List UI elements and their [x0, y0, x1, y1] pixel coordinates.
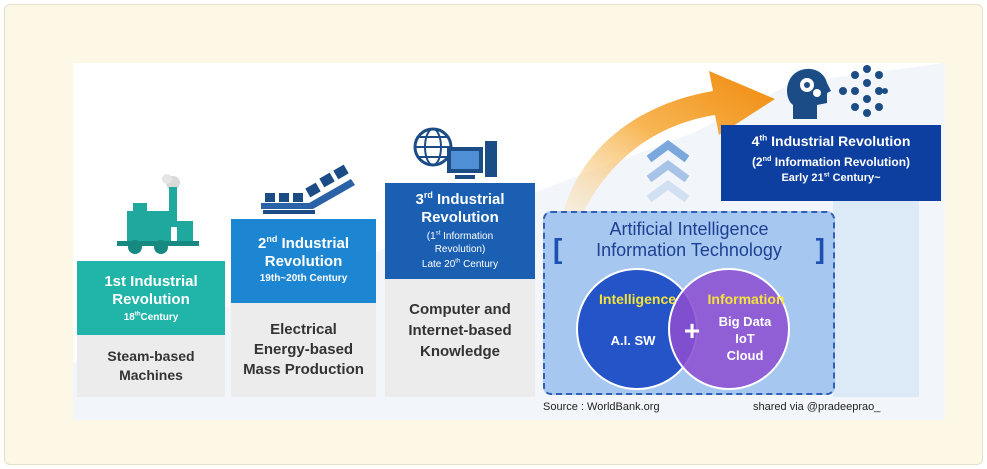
- ai-title-line1: Artificial Intelligence: [609, 219, 769, 239]
- step-3-header: 3rd Industrial Revolution (1st Informati…: [385, 183, 535, 279]
- ai-title-line2: Information Technology: [596, 240, 782, 260]
- step-1-desc-line2: Machines: [119, 367, 183, 383]
- step-3-sub-b: Information: [440, 231, 494, 242]
- step-4-era-suffix: Century~: [829, 172, 881, 184]
- plus-icon: +: [683, 315, 701, 346]
- venn-right-items: Big Data IoT Cloud: [705, 313, 785, 364]
- bracket-right: ]: [815, 233, 825, 264]
- step-3-era-sup: th: [455, 258, 461, 265]
- step-4-sub-b: Information Revolution): [771, 155, 911, 169]
- step-1-title-line2: Revolution: [112, 291, 190, 308]
- step-1-era-sup: th: [134, 311, 141, 318]
- step-3-desc-line1: Computer and: [409, 301, 511, 318]
- venn-right-title: Information: [707, 291, 785, 307]
- step-2-number-sup: nd: [266, 234, 278, 244]
- step-3-number-sup: rd: [423, 190, 433, 200]
- venn-left-item: A.I. SW: [610, 333, 656, 348]
- revolution-diagram: 1st Industrial Revolution 18thCentury St…: [73, 63, 945, 420]
- step-4-title: Industrial Revolution: [767, 133, 911, 149]
- neural-network-icon: [839, 65, 888, 117]
- step-3-era-suffix: Century: [460, 259, 499, 270]
- step-4-header: 4th Industrial Revolution (2nd Informati…: [721, 125, 941, 201]
- step-1-era: 18: [123, 312, 135, 323]
- step-2-header: 2nd Industrial Revolution 19th~20th Cent…: [231, 219, 376, 303]
- step-2-desc-line1: Electrical: [270, 321, 337, 338]
- step-1-number: 1st: [104, 273, 126, 290]
- step-3-desc-line2: Internet-based: [408, 322, 512, 339]
- step-1-title: Industrial: [126, 273, 198, 290]
- step-2-desc-line3: Mass Production: [243, 361, 364, 378]
- step-4-sub-sup: nd: [762, 154, 772, 163]
- step-1-header: 1st Industrial Revolution 18thCentury: [77, 261, 225, 335]
- step-3-number: 3: [415, 191, 424, 208]
- step-4-era-sup: st: [823, 171, 830, 179]
- ai-it-box: [ ] Artificial Intelligence Information …: [543, 211, 835, 395]
- venn-left-title: Intelligence: [599, 291, 677, 307]
- step-4-number: 4: [751, 133, 760, 149]
- step-3-title-line2: Revolution: [421, 209, 499, 226]
- factory-conveyor-icon: [261, 164, 355, 214]
- venn-diagram: [576, 268, 790, 390]
- step-3-sub-line2: Revolution): [434, 244, 486, 255]
- globe-computer-icon: [413, 127, 497, 179]
- step-2-era: 19th~20th Century: [259, 273, 348, 284]
- step-3-era: Late 20: [421, 259, 456, 270]
- step-4-sub: (2: [751, 155, 763, 169]
- venn-right-item: Cloud: [726, 348, 764, 363]
- steam-engine-icon: [117, 174, 199, 254]
- step-1-era-suffix: Century: [140, 312, 179, 323]
- up-chevrons-icon: [646, 140, 690, 203]
- head-gear-icon: [787, 68, 831, 119]
- shared-text: shared via @pradeeprao_: [753, 401, 881, 413]
- step-2-title-line2: Revolution: [264, 253, 343, 270]
- step-4-era: Early 21: [781, 172, 824, 184]
- venn-right-item: Big Data: [718, 314, 772, 329]
- step-3-sub: (1: [426, 231, 436, 242]
- step-4-number-sup: th: [759, 132, 768, 143]
- curved-arrow-icon: [563, 71, 775, 213]
- source-text: Source : WorldBank.org: [543, 401, 660, 413]
- step-3-sub-sup: st: [435, 230, 441, 237]
- card: 1st Industrial Revolution 18thCentury St…: [4, 4, 983, 465]
- venn-right-item: IoT: [735, 331, 755, 346]
- step-4-column: [833, 201, 919, 397]
- step-2-desc-line2: Energy-based: [253, 341, 354, 358]
- step-3-title: Industrial: [432, 191, 505, 208]
- step-2-title: Industrial: [277, 235, 350, 252]
- bracket-left: [: [553, 233, 563, 264]
- step-2-number: 2: [257, 235, 267, 252]
- step-1-desc-line1: Steam-based: [107, 348, 195, 364]
- step-3-desc-line3: Knowledge: [419, 343, 500, 360]
